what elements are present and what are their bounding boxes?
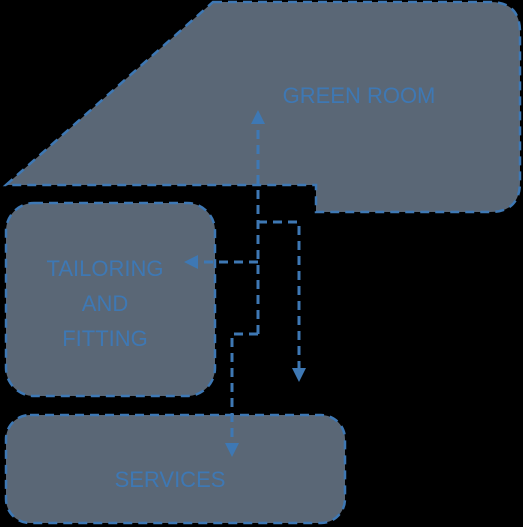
arrow-head-to-tailoring xyxy=(184,255,198,269)
tailoring-label-line-2: AND xyxy=(82,291,128,316)
services-room-shape xyxy=(4,413,347,525)
green-room-label: GREEN ROOM xyxy=(283,83,436,108)
arrow-head-to-green-room xyxy=(251,110,265,124)
tailoring-label-line-3: FITTING xyxy=(62,326,148,351)
arrow-head-to-services xyxy=(225,443,239,457)
tailoring-fitting-room-shape xyxy=(4,201,217,398)
flow-line-to-services xyxy=(230,332,258,443)
arrow-head-down xyxy=(292,368,306,382)
green-room-shape xyxy=(2,0,522,214)
tailoring-label-line-1: TAILORING xyxy=(47,256,164,281)
flow-line-green-room-down xyxy=(258,220,301,368)
services-label: SERVICES xyxy=(115,467,226,492)
